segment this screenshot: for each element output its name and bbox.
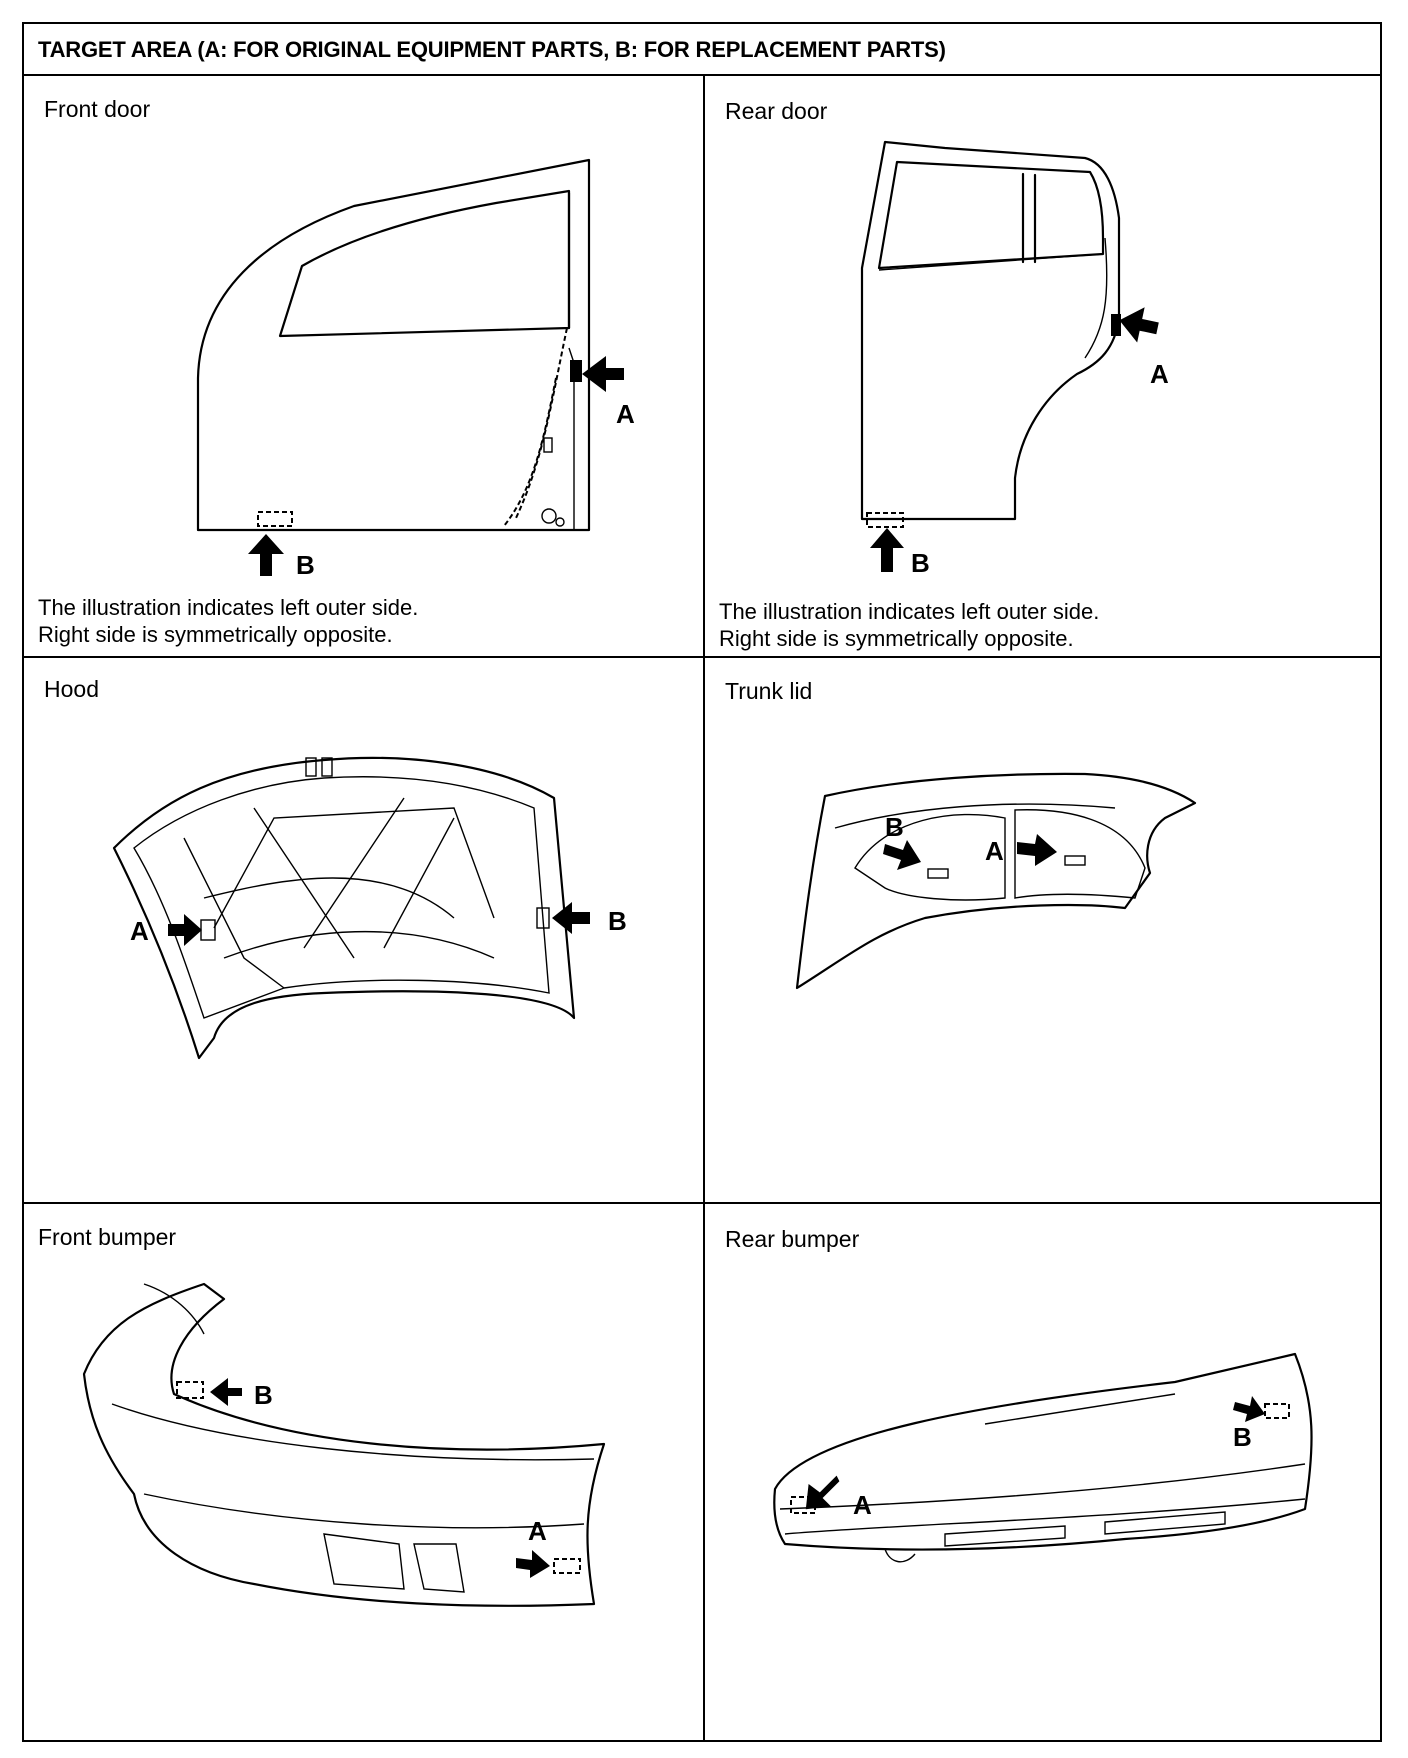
column-divider bbox=[703, 76, 705, 1742]
label-a: A bbox=[528, 1516, 547, 1546]
panel-title: Trunk lid bbox=[725, 678, 813, 704]
panel-trunk-lid: Trunk lid B A bbox=[705, 658, 1384, 1202]
panel-front-door: Front door A B The illustration indicate… bbox=[24, 78, 703, 656]
panel-title: Rear bumper bbox=[725, 1226, 860, 1252]
trunk-lid-illustration: B A bbox=[795, 772, 1197, 990]
row-divider-1 bbox=[24, 656, 1380, 658]
label-a: A bbox=[616, 399, 635, 429]
row-divider-2 bbox=[24, 1202, 1380, 1204]
label-b: B bbox=[296, 550, 315, 580]
panel-front-bumper: Front bumper B A bbox=[24, 1204, 703, 1742]
panel-rear-door: Rear door A B The illustration indicates… bbox=[705, 78, 1384, 656]
orientation-note: The illustration indicates left outer si… bbox=[719, 598, 1099, 652]
panel-title: Rear door bbox=[725, 98, 828, 124]
orientation-note: The illustration indicates left outer si… bbox=[38, 594, 418, 648]
panel-title: Front door bbox=[44, 96, 151, 122]
panel-hood: Hood A B bbox=[24, 658, 703, 1202]
label-b: B bbox=[885, 812, 904, 842]
panel-rear-bumper: Rear bumper A B bbox=[705, 1204, 1384, 1742]
front-bumper-illustration: B A bbox=[82, 1282, 606, 1607]
label-b: B bbox=[254, 1380, 273, 1410]
target-area-table: TARGET AREA (A: FOR ORIGINAL EQUIPMENT P… bbox=[22, 22, 1382, 1742]
table-header: TARGET AREA (A: FOR ORIGINAL EQUIPMENT P… bbox=[24, 24, 1380, 76]
front-door-illustration: A B bbox=[196, 158, 635, 580]
rear-bumper-illustration: A B bbox=[773, 1352, 1313, 1563]
label-a: A bbox=[1150, 359, 1169, 389]
panel-title: Front bumper bbox=[38, 1224, 177, 1250]
note-line-2: Right side is symmetrically opposite. bbox=[38, 622, 393, 647]
label-b: B bbox=[1233, 1422, 1252, 1452]
label-a: A bbox=[853, 1490, 872, 1520]
label-a: A bbox=[130, 916, 149, 946]
panel-title: Hood bbox=[44, 676, 99, 702]
rear-door-illustration: A B bbox=[860, 140, 1169, 578]
label-b: B bbox=[911, 548, 930, 578]
note-line-1: The illustration indicates left outer si… bbox=[38, 595, 419, 620]
note-line-2: Right side is symmetrically opposite. bbox=[719, 626, 1074, 651]
hood-illustration: A B bbox=[112, 756, 627, 1060]
label-b: B bbox=[608, 906, 627, 936]
label-a: A bbox=[985, 836, 1004, 866]
note-line-1: The illustration indicates left outer si… bbox=[719, 599, 1100, 624]
